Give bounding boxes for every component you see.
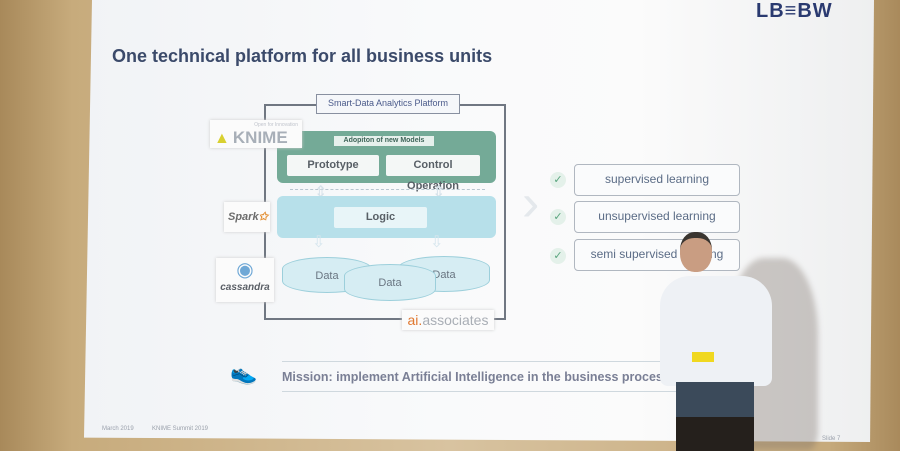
clicker — [692, 352, 714, 362]
data-store: Data — [344, 264, 436, 301]
chevron-right-icon: › — [522, 174, 540, 232]
check-icon: ✓ — [550, 209, 566, 225]
slide-number: Slide 7 — [822, 436, 841, 442]
ai-wordmark: ai. — [407, 312, 423, 328]
divider — [282, 391, 682, 392]
knime-wordmark: KNIME — [232, 128, 288, 147]
slide-title: One technical platform for all business … — [112, 46, 493, 66]
spark-logo: Spark✩ — [224, 202, 270, 232]
learning-item: unsupervised learning — [574, 201, 740, 233]
check-icon: ✓ — [550, 248, 566, 264]
dashed-divider — [290, 189, 485, 190]
divider — [282, 361, 682, 362]
ai-associates-logo: ai.associates — [402, 310, 494, 330]
cassandra-wordmark: cassandra — [220, 282, 270, 293]
speaker — [660, 232, 775, 451]
adoption-label: Adopiton of new Models — [334, 136, 434, 146]
eye-icon: ◉ — [236, 259, 254, 281]
arrow-icon: ⇩ — [312, 234, 326, 251]
star-icon: ✩ — [258, 211, 268, 223]
learning-item: supervised learning — [574, 164, 740, 196]
speaker-head — [680, 232, 712, 272]
cassandra-logo: ◉ cassandra — [216, 258, 274, 302]
speaker-jeans — [676, 382, 754, 422]
mission-statement: Mission: implement Artificial Intelligen… — [282, 370, 670, 384]
logic-box: Logic — [334, 207, 427, 228]
associates-wordmark: associates — [422, 312, 489, 328]
speaker-trousers — [676, 417, 754, 451]
knime-tagline: Open for Innovation — [254, 122, 298, 128]
prototype-box: Prototype — [287, 155, 379, 176]
lbbw-logo: LB≡BW — [756, 0, 833, 22]
platform-label: Smart-Data Analytics Platform — [316, 94, 460, 114]
speaker-shirt — [660, 276, 772, 386]
control-operation-box: Control Operation — [386, 155, 480, 192]
running-shoe-icon: 👟 — [230, 360, 258, 385]
knime-triangle-icon: ▲ — [214, 130, 230, 147]
footer-event: KNIME Summit 2019 — [152, 426, 209, 432]
knime-logo: Open for Innovation ▲ KNIME — [210, 120, 302, 148]
spark-wordmark: Spark — [228, 211, 259, 223]
check-icon: ✓ — [550, 172, 566, 188]
arrow-icon: ⇩ — [430, 234, 444, 251]
footer-date: March 2019 — [102, 426, 134, 432]
